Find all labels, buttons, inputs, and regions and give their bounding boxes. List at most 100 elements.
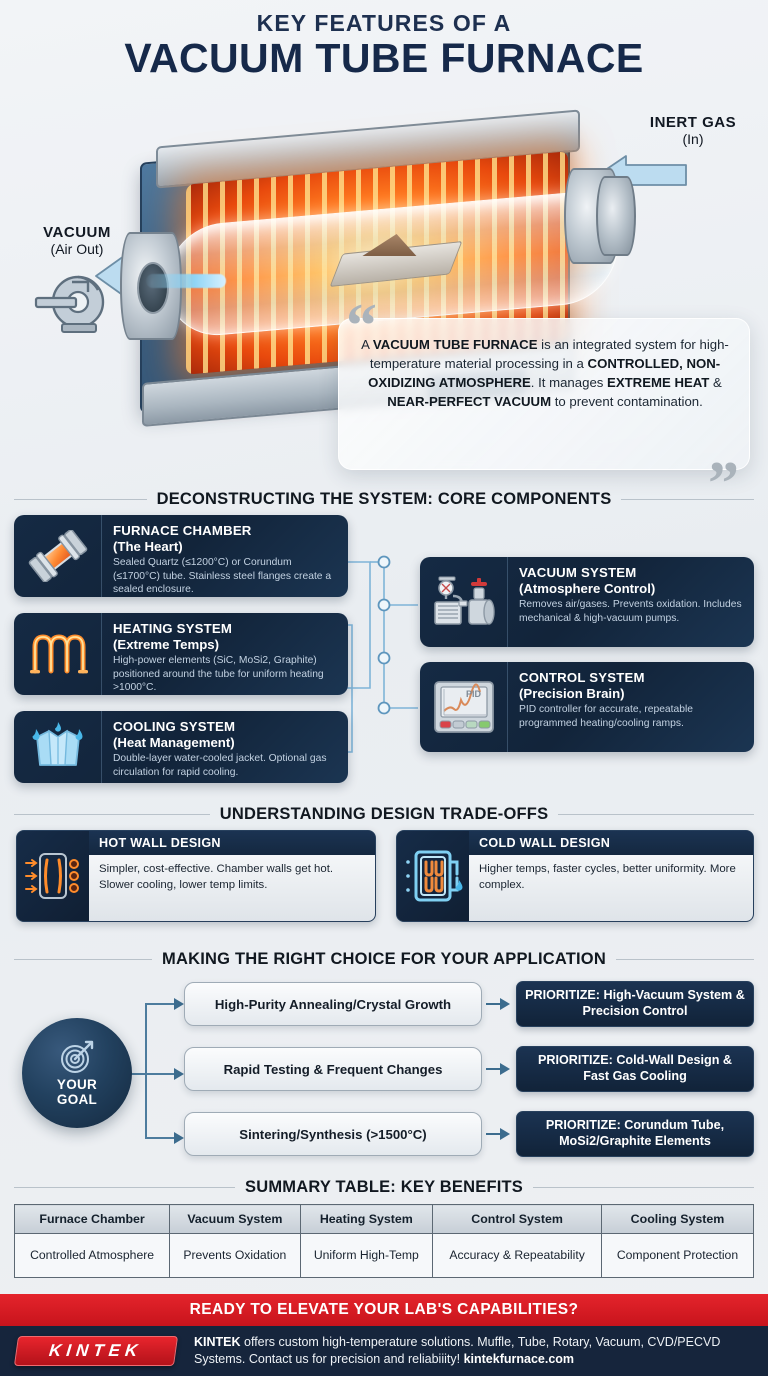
gas-label-sub: (In): [682, 131, 704, 147]
section-title-summary: SUMMARY TABLE: KEY BENEFITS: [245, 1178, 523, 1196]
summary-quote-card: “ A VACUUM TUBE FURNACE is an integrated…: [338, 295, 750, 515]
target-icon: [61, 1040, 94, 1073]
vacuum-label-sub: (Air Out): [50, 241, 104, 257]
table-header-row: Furnace Chamber Vacuum System Heating Sy…: [13, 1204, 755, 1234]
card-body: HEATING SYSTEM (Extreme Temps) High-powe…: [102, 613, 348, 695]
goal-label-line2: GOAL: [56, 1092, 98, 1107]
component-card-cooling-system[interactable]: COOLING SYSTEM (Heat Management) Double-…: [14, 711, 348, 783]
section-heading-summary: SUMMARY TABLE: KEY BENEFITS: [14, 1178, 755, 1197]
card-subtitle: (Extreme Temps): [113, 636, 220, 652]
decision-result-1[interactable]: PRIORITIZE: High-Vacuum System & Precisi…: [516, 981, 754, 1027]
section-heading-components: DECONSTRUCTING THE SYSTEM: CORE COMPONEN…: [14, 490, 754, 509]
table-header-cell: Vacuum System: [169, 1204, 301, 1234]
tradeoff-title: HOT WALL DESIGN: [89, 831, 375, 855]
quote-open-mark: “: [346, 292, 377, 360]
tradeoff-description: Simpler, cost-effective. Chamber walls g…: [89, 855, 375, 921]
card-description: High-power elements (SiC, MoSi2, Graphit…: [113, 655, 324, 693]
decision-scenario-1[interactable]: High-Purity Annealing/Crystal Growth: [184, 982, 482, 1026]
table-cell: Uniform High-Temp: [299, 1233, 434, 1278]
quote-text: A VACUUM TUBE FURNACE is an integrated s…: [361, 337, 729, 409]
card-body: COOLING SYSTEM (Heat Management) Double-…: [102, 711, 348, 783]
heading-rule-right: [615, 959, 755, 960]
card-description: Double-layer water-cooled jacket. Option…: [113, 753, 327, 778]
table-cell: Component Protection: [600, 1233, 755, 1278]
card-title: HEATING SYSTEM: [113, 621, 233, 636]
table-header-cell: Control System: [432, 1204, 602, 1234]
section-heading-tradeoffs: UNDERSTANDING DESIGN TRADE-OFFS: [14, 805, 754, 824]
kintek-logo[interactable]: KINTEK: [13, 1336, 179, 1366]
section-title-tradeoffs: UNDERSTANDING DESIGN TRADE-OFFS: [219, 805, 549, 823]
footer-bar: KINTEK KINTEK offers custom high-tempera…: [0, 1326, 768, 1376]
tradeoff-body: COLD WALL DESIGN Higher temps, faster cy…: [469, 831, 753, 921]
card-subtitle: (The Heart): [113, 538, 183, 554]
kintek-logo-text: KINTEK: [48, 1341, 144, 1360]
gas-label-title: INERT GAS: [649, 114, 737, 131]
cooling-jacket-icon: [14, 711, 102, 783]
vacuum-beam: [146, 274, 226, 288]
card-title: FURNACE CHAMBER: [113, 523, 252, 538]
your-goal-node: YOUR GOAL: [22, 1018, 132, 1128]
card-title: VACUUM SYSTEM: [519, 565, 637, 580]
vacuum-pump-system-icon: [420, 557, 508, 647]
card-title: COOLING SYSTEM: [113, 719, 236, 734]
card-title: CONTROL SYSTEM: [519, 670, 645, 685]
table-cell: Controlled Atmosphere: [13, 1233, 171, 1278]
decision-result-3[interactable]: PRIORITIZE: Corundum Tube, MoSi2/Graphit…: [516, 1111, 754, 1157]
card-description: Removes air/gases. Prevents oxidation. I…: [519, 599, 742, 624]
card-subtitle: (Atmosphere Control): [519, 580, 656, 596]
component-card-control-system[interactable]: PID CONTROL SYSTEM (Precision Brain) PID…: [420, 662, 754, 752]
table-header-cell: Furnace Chamber: [13, 1204, 171, 1234]
heading-rule-left: [14, 499, 147, 500]
decision-flow-connectors: [128, 998, 184, 1144]
card-body: FURNACE CHAMBER (The Heart) Sealed Quart…: [102, 515, 348, 597]
hot-wall-icon: [17, 831, 89, 921]
page-header: KEY FEATURES OF A VACUUM TUBE FURNACE: [0, 10, 768, 80]
heating-element-icon: [14, 613, 102, 695]
decision-result-2[interactable]: PRIORITIZE: Cold-Wall Design & Fast Gas …: [516, 1046, 754, 1092]
footer-text: KINTEK offers custom high-temperature so…: [194, 1334, 721, 1366]
right-flange-outer: [596, 176, 636, 256]
cold-wall-icon: [397, 831, 469, 921]
table-cell: Accuracy & Repeatability: [432, 1233, 602, 1278]
component-card-heating-system[interactable]: HEATING SYSTEM (Extreme Temps) High-powe…: [14, 613, 348, 695]
vacuum-pump-icon: [34, 275, 105, 333]
decision-scenario-2[interactable]: Rapid Testing & Frequent Changes: [184, 1047, 482, 1091]
decision-result-arrows: [486, 998, 510, 1140]
heading-rule-left: [14, 959, 153, 960]
heading-rule-right: [621, 499, 754, 500]
section-title-choice: MAKING THE RIGHT CHOICE FOR YOUR APPLICA…: [162, 950, 606, 968]
table-header-cell: Heating System: [299, 1204, 434, 1234]
table-cell: Prevents Oxidation: [169, 1233, 301, 1278]
summary-table: Furnace Chamber Vacuum System Heating Sy…: [13, 1204, 755, 1278]
cta-text: READY TO ELEVATE YOUR LAB'S CAPABILITIES…: [189, 1301, 579, 1318]
quartz-tube-icon: [14, 515, 102, 597]
hero-illustration: VACUUM (Air Out) INERT GAS (In): [0, 96, 768, 496]
furnace-body-graphic: [120, 109, 648, 427]
goal-label-line1: YOUR: [56, 1076, 98, 1092]
card-subtitle: (Precision Brain): [519, 685, 625, 701]
vacuum-callout-label: VACUUM (Air Out): [12, 224, 142, 257]
pid-controller-icon: PID: [420, 662, 508, 752]
heading-rule-right: [533, 1187, 755, 1188]
heading-rule-left: [14, 814, 210, 815]
inert-gas-callout-label: INERT GAS (In): [628, 114, 758, 147]
component-card-furnace-chamber[interactable]: FURNACE CHAMBER (The Heart) Sealed Quart…: [14, 515, 348, 597]
header-line-1: KEY FEATURES OF A: [256, 10, 512, 36]
card-description: PID controller for accurate, repeatable …: [519, 704, 693, 729]
heading-rule-left: [14, 1187, 236, 1188]
card-body: CONTROL SYSTEM (Precision Brain) PID con…: [508, 662, 754, 752]
component-card-vacuum-system[interactable]: VACUUM SYSTEM (Atmosphere Control) Remov…: [420, 557, 754, 647]
quote-close-mark: ”: [708, 450, 739, 518]
tradeoff-card-cold-wall[interactable]: COLD WALL DESIGN Higher temps, faster cy…: [396, 830, 754, 922]
left-flange-bore: [137, 262, 169, 314]
section-heading-choice: MAKING THE RIGHT CHOICE FOR YOUR APPLICA…: [14, 950, 755, 969]
tradeoff-description: Higher temps, faster cycles, better unif…: [469, 855, 753, 921]
vacuum-label-title: VACUUM: [43, 224, 111, 241]
tradeoff-card-hot-wall[interactable]: HOT WALL DESIGN Simpler, cost-effective.…: [16, 830, 376, 922]
decision-scenario-3[interactable]: Sintering/Synthesis (>1500°C): [184, 1112, 482, 1156]
section-title-components: DECONSTRUCTING THE SYSTEM: CORE COMPONEN…: [156, 490, 612, 508]
table-header-cell: Cooling System: [600, 1204, 755, 1234]
table-row: Controlled Atmosphere Prevents Oxidation…: [13, 1233, 755, 1278]
page-title: VACUUM TUBE FURNACE: [124, 35, 644, 82]
